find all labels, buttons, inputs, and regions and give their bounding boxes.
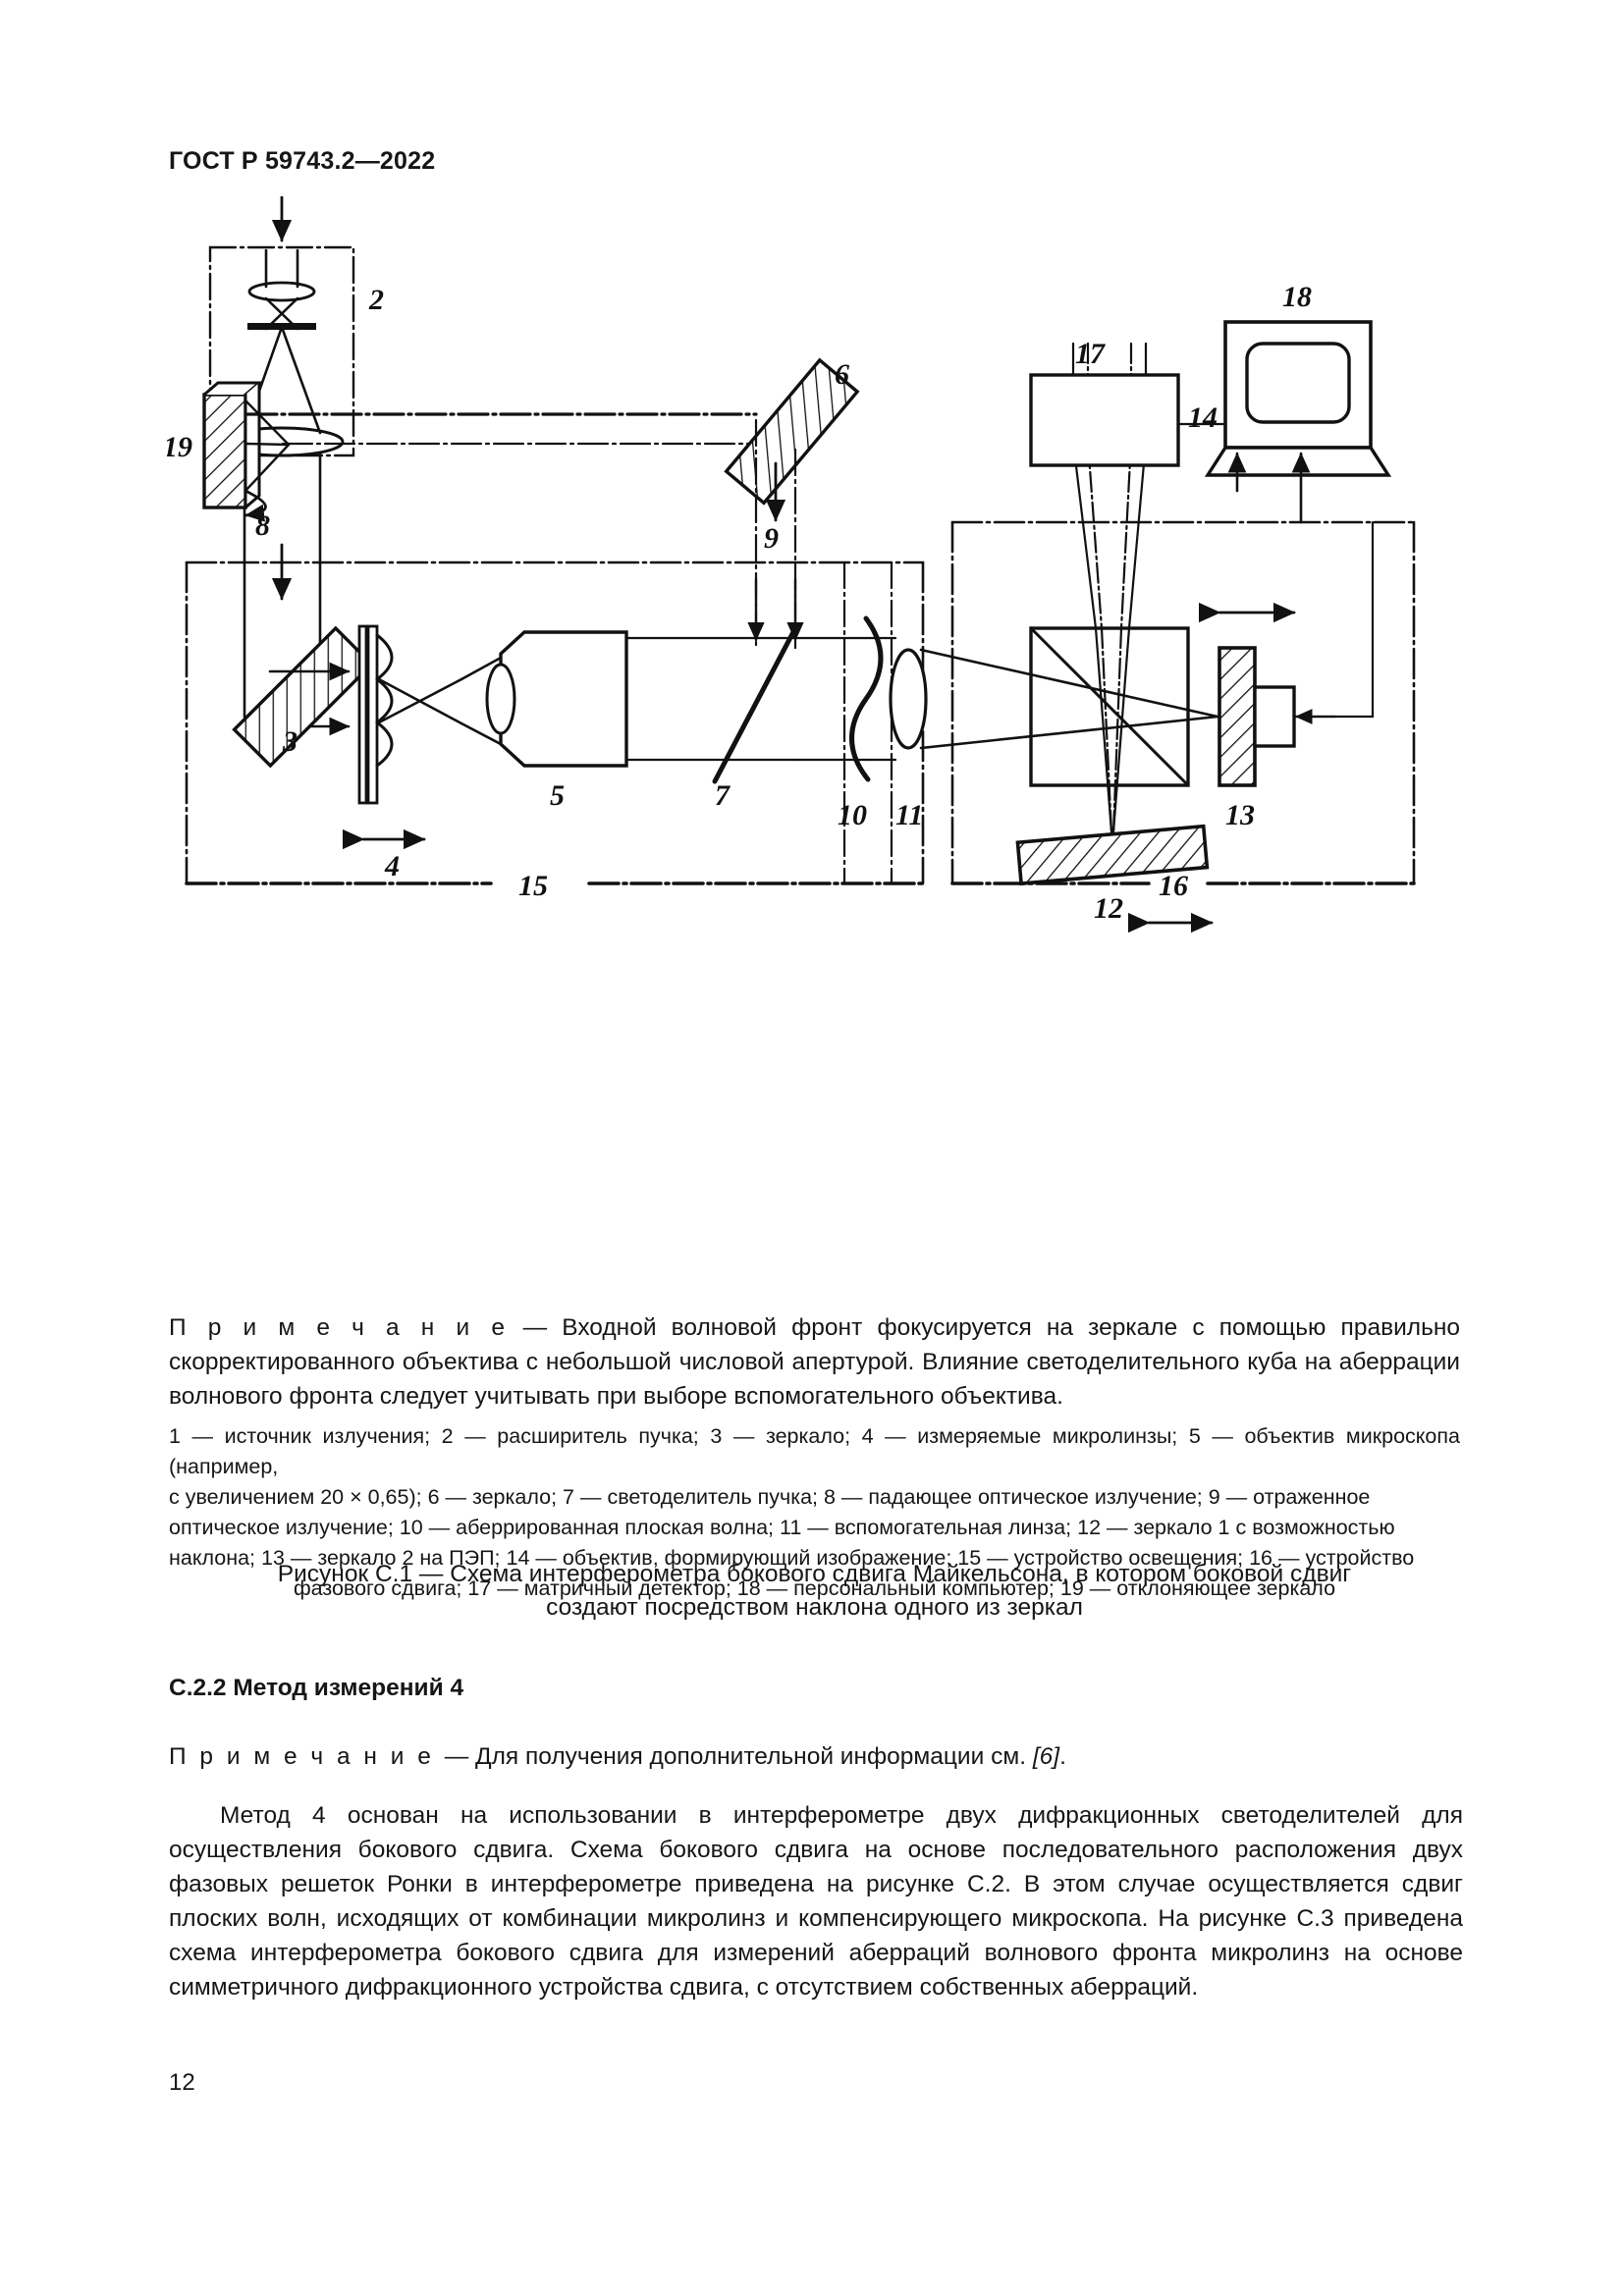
label-7: 7 bbox=[715, 779, 731, 812]
section-note-word: П р и м е ч а н и е bbox=[169, 1743, 445, 1770]
mirror-3 bbox=[232, 625, 374, 769]
legend-line-1: 1 — источник излучения; 2 — расширитель … bbox=[169, 1424, 1460, 1478]
legend-line-3: оптическое излучение; 10 — аберрированна… bbox=[169, 1516, 1395, 1539]
legend-line-4: наклона; 13 — зеркало 2 на ПЭП; 14 — объ… bbox=[169, 1546, 1415, 1570]
label-17: 17 bbox=[1075, 338, 1106, 370]
mirror-19-body bbox=[202, 381, 291, 522]
label-8: 8 bbox=[255, 509, 270, 542]
label-13: 13 bbox=[1225, 799, 1255, 831]
note-word: П р и м е ч а н и е bbox=[169, 1314, 509, 1341]
rays-to-objective-5 bbox=[377, 656, 503, 746]
section-heading: С.2.2 Метод измерений 4 bbox=[169, 1675, 464, 1701]
splitter-cube bbox=[1029, 626, 1190, 787]
figure-caption: Рисунок С.1 — Схема интерферометра боков… bbox=[169, 1558, 1460, 1625]
label-5: 5 bbox=[550, 779, 565, 812]
label-14: 14 bbox=[1188, 401, 1218, 434]
label-10: 10 bbox=[838, 799, 867, 831]
label-9: 9 bbox=[764, 522, 779, 555]
label-19: 19 bbox=[167, 431, 192, 463]
figure-caption-line-1: Рисунок С.1 — Схема интерферометра боков… bbox=[277, 1561, 1352, 1587]
label-18: 18 bbox=[1282, 281, 1312, 313]
label-15: 15 bbox=[518, 870, 548, 902]
return-beam-top bbox=[245, 412, 770, 446]
section-note-end: . bbox=[1059, 1743, 1066, 1770]
figure-legend: 1 — источник излучения; 2 — расширитель … bbox=[169, 1421, 1460, 1604]
phase-shift-unit-box-16 bbox=[950, 520, 1416, 885]
figure-note: П р и м е ч а н и е — Входной волновой ф… bbox=[169, 1310, 1460, 1414]
section-note: П р и м е ч а н и е — Для получения допо… bbox=[169, 1739, 1460, 1774]
label-3: 3 bbox=[282, 725, 298, 758]
pzt-mirror-13 bbox=[1199, 520, 1375, 787]
personal-computer-18 bbox=[1204, 320, 1392, 524]
mirror-6 bbox=[724, 357, 860, 506]
note-dash: — bbox=[508, 1314, 563, 1341]
note-text: Входной волновой фронт фокусируется на з… bbox=[169, 1314, 1460, 1410]
figure-caption-line-2: создают посредством наклона одного из зе… bbox=[546, 1594, 1083, 1621]
legend-line-5: фазового сдвига; 17 — матричный детектор… bbox=[293, 1576, 1336, 1600]
page-number: 12 bbox=[169, 2069, 195, 2096]
microlens-array-4 bbox=[343, 624, 426, 850]
beam-splitter-7 bbox=[712, 577, 804, 784]
body-paragraph: Метод 4 основан на использовании в интер… bbox=[169, 1802, 1463, 2001]
section-note-text: Для получения дополнительной информации … bbox=[475, 1743, 1033, 1770]
tiltable-mirror-12 bbox=[1015, 824, 1210, 886]
label-2: 2 bbox=[368, 284, 384, 316]
label-16: 16 bbox=[1159, 870, 1188, 902]
legend-line-2: с увеличением 20 × 0,65); 6 — зеркало; 7… bbox=[169, 1485, 1371, 1509]
auxiliary-lens-11 bbox=[864, 636, 1219, 762]
beam-to-wavefront-10 bbox=[793, 636, 868, 762]
section-note-dash: — bbox=[444, 1743, 476, 1770]
section-note-ref: [6] bbox=[1032, 1743, 1060, 1770]
rays-to-mirror-12 bbox=[1094, 626, 1131, 834]
beam-to-microlens bbox=[268, 662, 351, 736]
running-head: ГОСТ Р 59743.2—2022 bbox=[169, 147, 436, 175]
figure-c1: 1 2 3 4 5 6 7 8 9 10 11 12 13 14 15 16 1… bbox=[167, 196, 1463, 1286]
label-12: 12 bbox=[1094, 892, 1123, 925]
label-6: 6 bbox=[835, 358, 849, 391]
label-11: 11 bbox=[895, 799, 923, 831]
matrix-detector-17 bbox=[1029, 373, 1239, 467]
label-4: 4 bbox=[384, 850, 400, 882]
aberrated-wave-10 bbox=[842, 561, 893, 885]
microscope-objective-5 bbox=[485, 630, 797, 768]
